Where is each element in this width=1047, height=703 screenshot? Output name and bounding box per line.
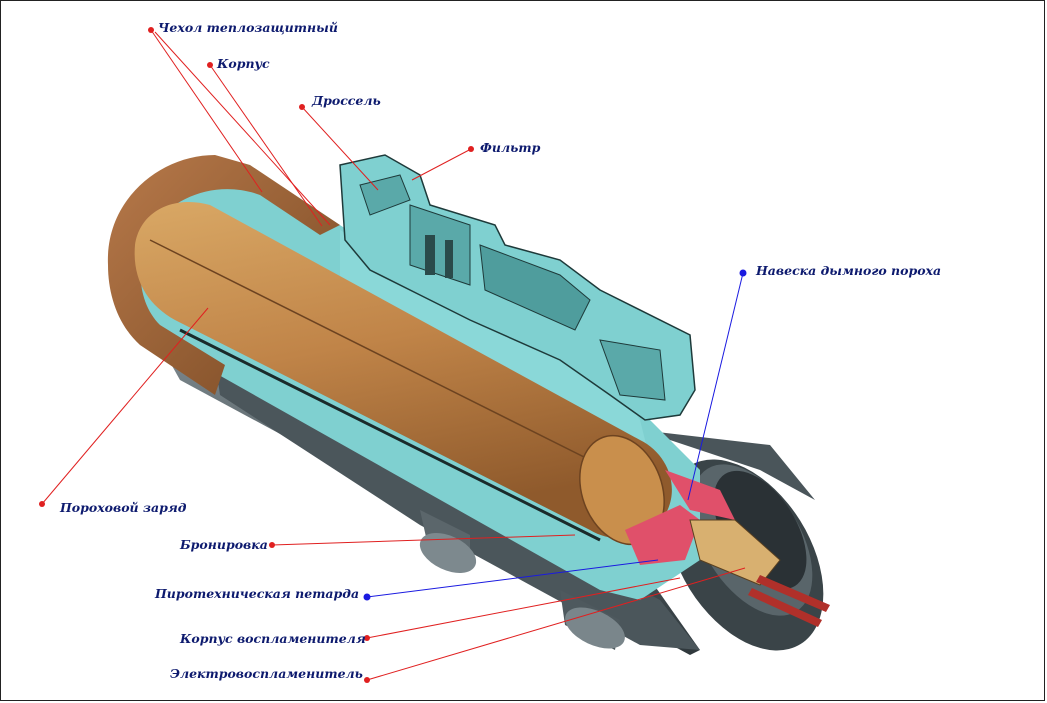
- powder-charge: [134, 201, 672, 546]
- label-filter: Фильтр: [480, 140, 541, 155]
- label-heat-cover: Чехол теплозащитный: [158, 20, 338, 35]
- armoring-layer: [179, 328, 601, 542]
- leader-markers: [39, 27, 747, 683]
- label-throttle: Дроссель: [311, 93, 381, 108]
- label-electric-igniter: Электровоспламенитель: [170, 666, 363, 681]
- label-armoring: Бронировка: [179, 537, 268, 552]
- heat-protective-cover: [107, 155, 340, 395]
- throttle-filter-assembly: [339, 154, 696, 421]
- label-igniter-body: Корпус воспламенителя: [179, 631, 366, 646]
- label-powder-charge: Пороховой заряд: [59, 500, 187, 515]
- label-body: Корпус: [216, 56, 270, 71]
- label-squib: Пиротехническая петарда: [154, 586, 359, 601]
- label-black-powder: Навеска дымного пороха: [755, 263, 941, 278]
- leader-lines: [41, 29, 746, 681]
- igniter-assembly: [625, 470, 830, 627]
